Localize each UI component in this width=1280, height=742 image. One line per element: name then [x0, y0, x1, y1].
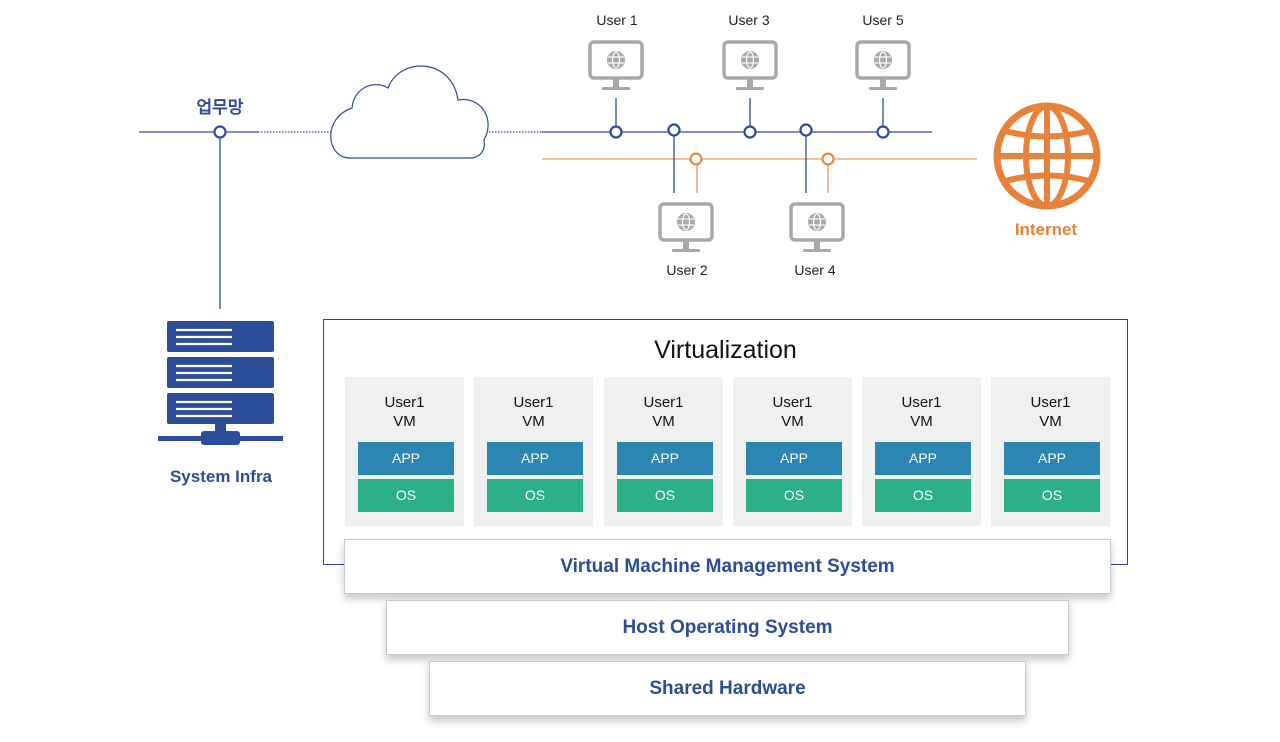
user1-label: User 1	[596, 12, 637, 28]
vm-label: VM	[781, 413, 804, 430]
user4-monitor-globe-icon	[789, 202, 845, 254]
vm-card: User1 VM APP OS	[604, 377, 723, 526]
internet-label: Internet	[1015, 220, 1078, 239]
vm-title: User1 VM	[474, 393, 593, 431]
vm-card: User1 VM APP OS	[733, 377, 852, 526]
vm-label: VM	[910, 413, 933, 430]
system-infra-label: System Infra	[170, 467, 273, 486]
vm-title: User1 VM	[862, 393, 981, 431]
vm-title: User1 VM	[345, 393, 464, 431]
user2-label: User 2	[666, 262, 707, 278]
vm-label: VM	[393, 413, 416, 430]
user1-monitor-globe-icon	[588, 40, 644, 92]
cloud-icon	[330, 65, 489, 159]
vm-app-block: APP	[875, 442, 971, 475]
vm-user: User1	[643, 394, 684, 411]
vm-app-block: APP	[487, 442, 583, 475]
node-internet-user2	[689, 152, 703, 166]
infra-node	[213, 125, 227, 139]
business-network-label: 업무망	[197, 98, 244, 117]
server-rack-icon	[158, 321, 283, 445]
vm-user: User1	[1030, 394, 1071, 411]
node-user3	[743, 125, 757, 139]
network-nodes	[609, 123, 890, 166]
vm-title: User1 VM	[604, 393, 723, 431]
vm-user: User1	[901, 394, 942, 411]
vm-label: VM	[1039, 413, 1062, 430]
node-user1	[609, 125, 623, 139]
vm-title: User1 VM	[991, 393, 1110, 431]
shared-hardware-layer: Shared Hardware	[429, 661, 1026, 716]
virtualization-title: Virtualization	[654, 336, 797, 364]
vm-user: User1	[384, 394, 425, 411]
user5-monitor-globe-icon	[855, 40, 911, 92]
internet-globe-icon	[993, 102, 1101, 210]
vm-card: User1 VM APP OS	[474, 377, 593, 526]
vm-user: User1	[772, 394, 813, 411]
vm-user: User1	[513, 394, 554, 411]
host-operating-system-layer: Host Operating System	[386, 600, 1069, 655]
node-user2	[667, 123, 681, 137]
vm-app-block: APP	[746, 442, 842, 475]
vm-os-block: OS	[358, 479, 454, 512]
vm-label: VM	[522, 413, 545, 430]
vm-app-block: APP	[1004, 442, 1100, 475]
user3-label: User 3	[728, 12, 769, 28]
vm-label: VM	[652, 413, 675, 430]
user4-label: User 4	[794, 262, 835, 278]
vm-card: User1 VM APP OS	[991, 377, 1110, 526]
vm-title: User1 VM	[733, 393, 852, 431]
vm-os-block: OS	[1004, 479, 1100, 512]
vm-app-block: APP	[358, 442, 454, 475]
vm-os-block: OS	[617, 479, 713, 512]
vm-os-block: OS	[875, 479, 971, 512]
vm-app-block: APP	[617, 442, 713, 475]
vm-management-system-layer: Virtual Machine Management System	[344, 539, 1111, 594]
vm-card: User1 VM APP OS	[345, 377, 464, 526]
vm-os-block: OS	[746, 479, 842, 512]
vm-card: User1 VM APP OS	[862, 377, 981, 526]
vm-os-block: OS	[487, 479, 583, 512]
user5-label: User 5	[862, 12, 903, 28]
node-user4	[799, 123, 813, 137]
user2-monitor-globe-icon	[658, 202, 714, 254]
node-user5	[876, 125, 890, 139]
node-internet-user4	[821, 152, 835, 166]
user3-monitor-globe-icon	[722, 40, 778, 92]
